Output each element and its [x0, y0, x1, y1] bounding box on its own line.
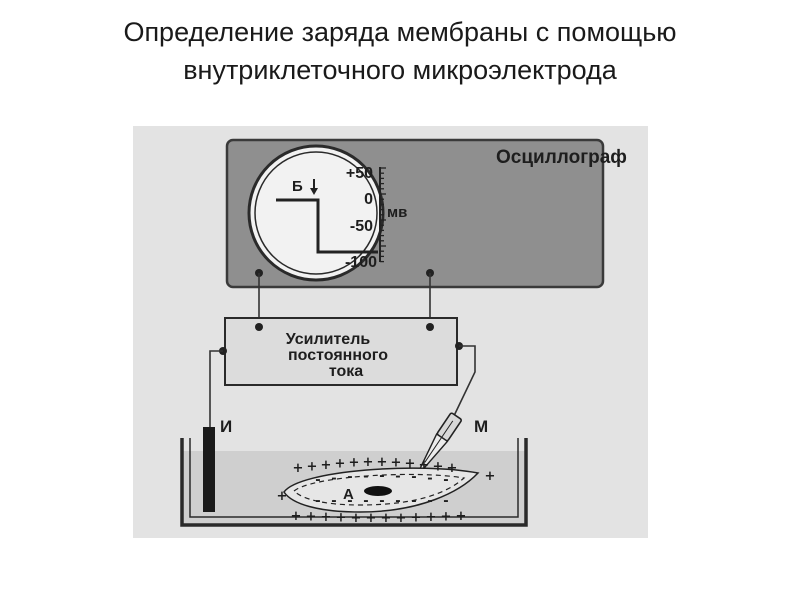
- scale-label-zero: 0: [364, 191, 373, 208]
- outer-plus-sign: +: [321, 458, 332, 473]
- amplifier-label-line-3: тока: [329, 363, 363, 380]
- outer-plus-sign: +: [411, 511, 422, 526]
- outer-plus-sign: +: [306, 510, 317, 525]
- inner-minus-sign: -: [379, 494, 384, 509]
- voltage-scale-ticks: [380, 167, 386, 263]
- outer-plus-sign: +: [277, 489, 288, 504]
- marker-b-label: Б: [292, 178, 303, 195]
- scale-label-minus-100: -100: [345, 254, 377, 271]
- inner-minus-sign: -: [315, 473, 320, 488]
- title-line-2: внутриклеточного микроэлектрода: [183, 55, 617, 85]
- amplifier-terminal-top-right: [426, 323, 434, 331]
- outer-plus-sign: +: [441, 510, 452, 525]
- inner-minus-sign: -: [395, 469, 400, 484]
- microelectrode-label: М: [474, 417, 488, 436]
- scale-unit-label: мв: [387, 204, 407, 221]
- amplifier-box: [224, 317, 458, 386]
- membrane-potential-trace: [276, 198, 378, 254]
- outer-plus-sign: +: [363, 455, 374, 470]
- indifferent-electrode: [203, 427, 215, 512]
- oscilloscope-screen: [247, 144, 385, 282]
- outer-plus-sign: +: [293, 461, 304, 476]
- outer-plus-sign: +: [405, 456, 416, 471]
- outer-plus-sign: +: [377, 455, 388, 470]
- outer-plus-sign: +: [419, 458, 430, 473]
- inner-minus-sign: -: [363, 469, 368, 484]
- inner-minus-sign: -: [331, 494, 336, 509]
- indifferent-electrode-label: И: [220, 417, 232, 436]
- title-line-1: Определение заряда мембраны с помощью: [123, 17, 677, 47]
- outer-plus-sign: +: [291, 509, 302, 524]
- cell: [283, 467, 480, 513]
- outer-plus-sign: +: [321, 510, 332, 525]
- outer-plus-sign: +: [336, 511, 347, 526]
- outer-plus-sign: +: [307, 459, 318, 474]
- membrane-charge-signs: ++++++++++++++++++++++++++--------------…: [277, 455, 496, 526]
- outer-plus-sign: +: [391, 456, 402, 471]
- oscilloscope-label: Осциллограф: [496, 147, 627, 168]
- inner-minus-sign: -: [443, 494, 448, 509]
- microelectrode: [414, 412, 462, 479]
- cell-label: А: [343, 486, 354, 503]
- inner-minus-sign: -: [411, 494, 416, 509]
- outer-plus-sign: +: [485, 469, 496, 484]
- outer-plus-sign: +: [396, 511, 407, 526]
- scale-label-minus-50: -50: [350, 218, 373, 235]
- outer-plus-sign: +: [447, 461, 458, 476]
- inner-minus-sign: -: [363, 494, 368, 509]
- outer-plus-sign: +: [351, 511, 362, 526]
- inner-minus-sign: -: [395, 494, 400, 509]
- inner-minus-sign: -: [427, 471, 432, 486]
- marker-arrow-head-icon: [310, 188, 318, 195]
- cell-nucleus: [364, 486, 392, 496]
- scale-label-plus-50: +50: [346, 165, 373, 182]
- outer-plus-sign: +: [426, 510, 437, 525]
- inner-minus-sign: -: [427, 494, 432, 509]
- inner-minus-sign: -: [347, 494, 352, 509]
- inner-minus-sign: -: [411, 470, 416, 485]
- outer-plus-sign: +: [456, 509, 467, 524]
- inner-minus-sign: -: [331, 471, 336, 486]
- amplifier-label-line-1: Усилитель: [286, 331, 371, 348]
- amplifier-label-line-2: постоянного: [288, 347, 388, 364]
- outer-plus-sign: +: [335, 456, 346, 471]
- inner-minus-sign: -: [443, 473, 448, 488]
- amplifier-terminal-top-left: [255, 323, 263, 331]
- inner-minus-sign: -: [315, 494, 320, 509]
- bath-vessel-inner: [189, 438, 519, 518]
- outer-plus-sign: +: [433, 459, 444, 474]
- inner-minus-sign: -: [347, 470, 352, 485]
- outer-plus-sign: +: [366, 511, 377, 526]
- wire-indifferent-electrode: [209, 350, 223, 428]
- oscilloscope-screen-inner-ring: [254, 151, 378, 275]
- outer-plus-sign: +: [381, 511, 392, 526]
- bath-vessel: [180, 438, 528, 527]
- inner-minus-sign: -: [379, 469, 384, 484]
- wire-microelectrode: [451, 345, 476, 421]
- outer-plus-sign: +: [349, 456, 360, 471]
